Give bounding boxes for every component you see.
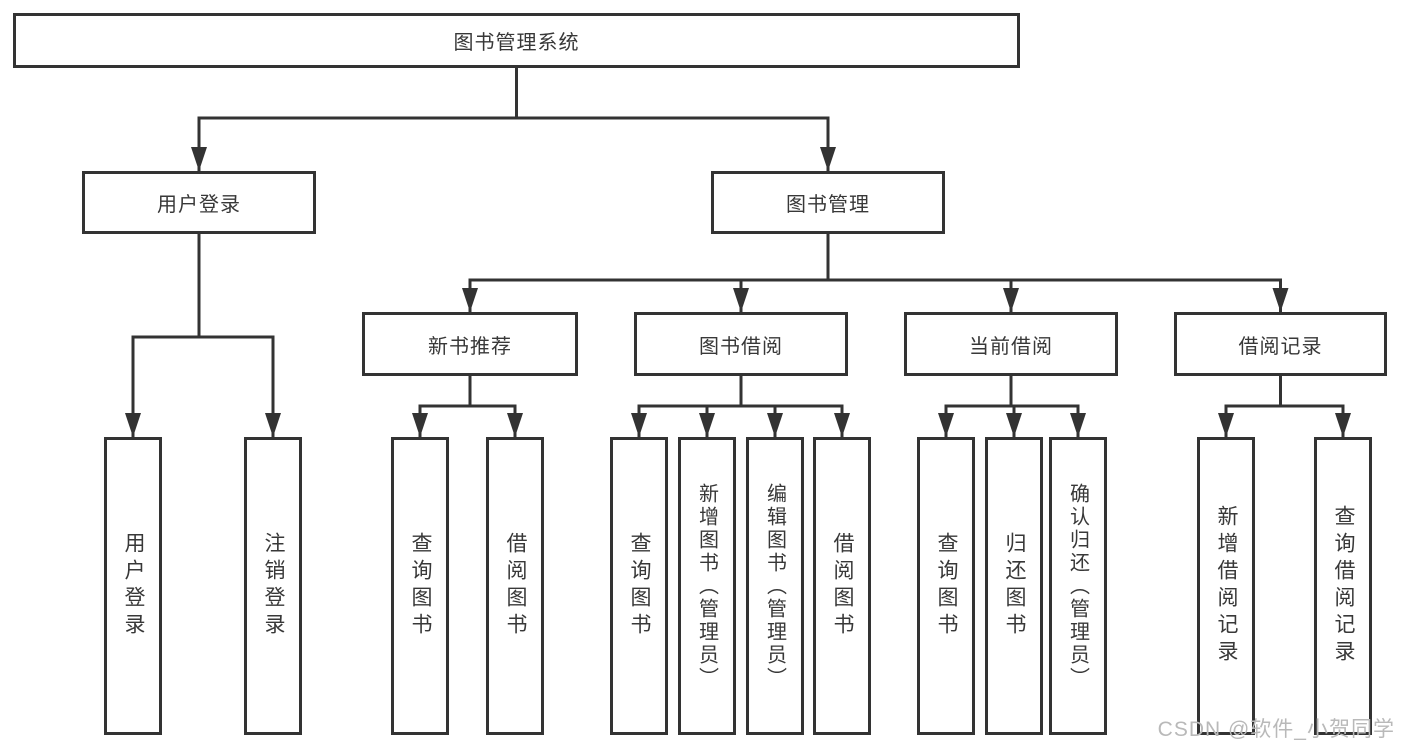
node-book-mgmt: 图书管理: [711, 171, 945, 234]
arrowhead-leaf-query-record: [1335, 413, 1351, 437]
arrowhead-leaf-user-login: [125, 413, 141, 437]
node-user-login: 用户登录: [82, 171, 316, 234]
edges-from-user-login: [125, 232, 281, 437]
arrowhead-leaf-add-record: [1218, 413, 1234, 437]
arrowhead-leaf-borrow-1: [507, 413, 523, 437]
arrowhead-leaf-add-book: [699, 413, 715, 437]
edges-from-new-book-rec: [412, 374, 523, 437]
arrowhead-leaf-query-2: [631, 413, 647, 437]
edges-from-current-borrow: [938, 374, 1086, 437]
node-book-borrow: 图书借阅: [634, 312, 848, 376]
arrowhead-leaf-edit-book: [767, 413, 783, 437]
node-leaf-confirm-return: 确认归还（管理员）: [1049, 437, 1107, 735]
arrowhead-leaf-logout: [265, 413, 281, 437]
arrowhead-book-mgmt: [820, 147, 836, 171]
node-leaf-borrow-2: 借阅图书: [813, 437, 871, 735]
node-leaf-query-record: 查询借阅记录: [1314, 437, 1372, 735]
watermark: CSDN @软件_小贺同学: [1157, 718, 1395, 741]
edges-from-book-mgmt: [462, 232, 1289, 312]
node-leaf-logout: 注销登录: [244, 437, 302, 735]
node-leaf-edit-book: 编辑图书（管理员）: [746, 437, 804, 735]
edges-from-borrow-records: [1218, 374, 1351, 437]
arrowhead-user-login: [191, 147, 207, 171]
node-leaf-add-record: 新增借阅记录: [1197, 437, 1255, 735]
edges-from-root: [191, 66, 836, 171]
arrowhead-leaf-borrow-2: [834, 413, 850, 437]
node-root: 图书管理系统: [13, 13, 1020, 68]
arrowhead-leaf-return: [1006, 413, 1022, 437]
arrowhead-leaf-confirm-return: [1070, 413, 1086, 437]
arrowhead-new-book-rec: [462, 288, 478, 312]
node-leaf-add-book: 新增图书（管理员）: [678, 437, 736, 735]
arrowhead-current-borrow: [1003, 288, 1019, 312]
node-current-borrow: 当前借阅: [904, 312, 1118, 376]
node-leaf-query-2: 查询图书: [610, 437, 668, 735]
arrowhead-leaf-query-3: [938, 413, 954, 437]
node-leaf-query-3: 查询图书: [917, 437, 975, 735]
node-new-book-rec: 新书推荐: [362, 312, 578, 376]
arrowhead-leaf-query-1: [412, 413, 428, 437]
arrowhead-book-borrow: [733, 288, 749, 312]
node-leaf-user-login: 用户登录: [104, 437, 162, 735]
node-borrow-records: 借阅记录: [1174, 312, 1387, 376]
edges-from-book-borrow: [631, 374, 850, 437]
node-leaf-return: 归还图书: [985, 437, 1043, 735]
arrowhead-borrow-records: [1272, 288, 1289, 312]
node-leaf-borrow-1: 借阅图书: [486, 437, 544, 735]
node-leaf-query-1: 查询图书: [391, 437, 449, 735]
